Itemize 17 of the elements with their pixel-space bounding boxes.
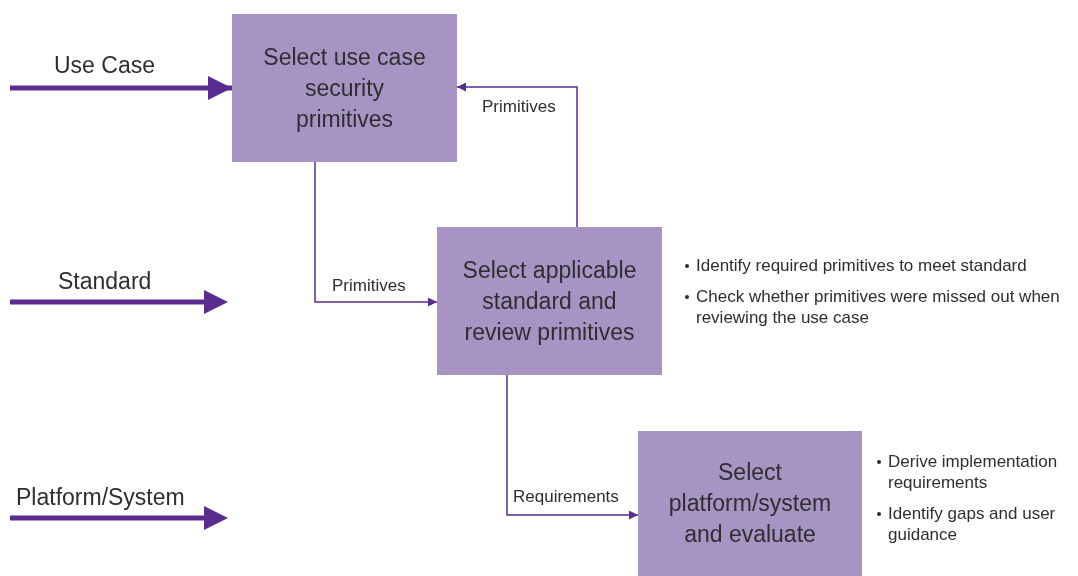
- bullet-point: Identify gaps and user guidance: [888, 503, 1057, 545]
- process-box: [638, 431, 862, 576]
- arrow: [314, 161, 438, 307]
- arrow: [10, 76, 232, 100]
- bullet-point: Identify required primitives to meet standard: [696, 255, 1028, 276]
- process-box: [437, 227, 662, 375]
- bullet-point: Check whether primitives were missed out when reviewing the use case: [696, 286, 1061, 328]
- arrow: [506, 374, 639, 520]
- edge-label: Requirements: [513, 487, 619, 508]
- box-text: Select use case security primitives: [262, 42, 427, 134]
- box-text: Select applicable standard and review primitives: [461, 255, 638, 347]
- bullet-point: Derive implementation requirements: [888, 451, 1059, 493]
- box-text: Select platform/system and evaluate: [667, 458, 833, 549]
- lane-label: Platform/System: [16, 484, 185, 512]
- lane-label: Standard: [58, 268, 152, 296]
- arrow: [456, 82, 578, 228]
- process-box: [232, 14, 457, 162]
